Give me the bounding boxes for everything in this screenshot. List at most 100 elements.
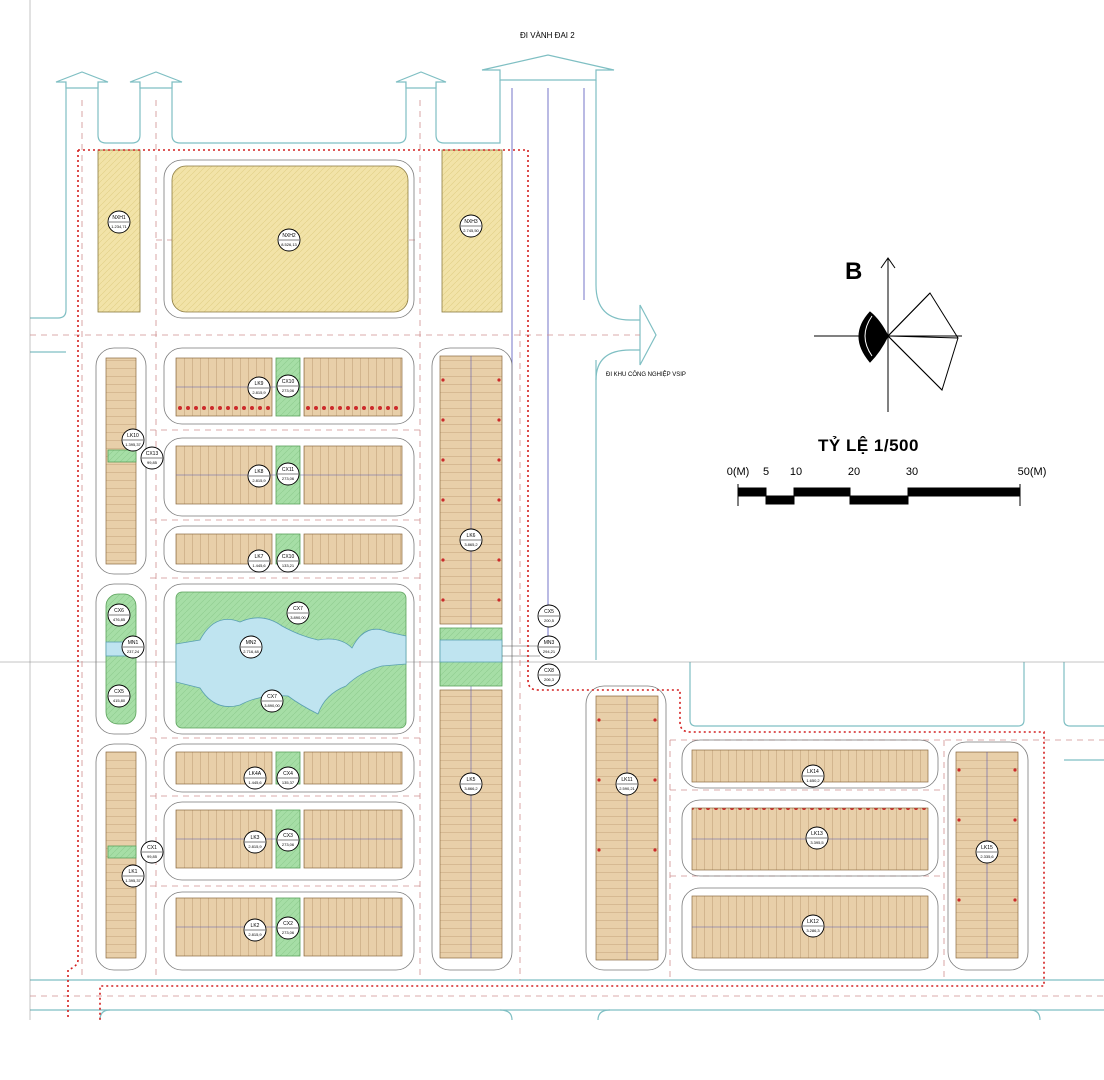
block-area: 1.395,37	[125, 442, 141, 447]
block-code: LK5	[467, 777, 476, 783]
block-area: 3.866,2	[464, 786, 478, 791]
block-code: NXH2	[282, 233, 296, 239]
block-area: 3.395,5	[810, 840, 824, 845]
block-area: 2.745,50	[463, 228, 479, 233]
block-area: 415,80	[113, 698, 126, 703]
block-label: CX10 133,21	[276, 549, 300, 573]
block-area: 8.526,13	[281, 242, 297, 247]
block-code: LK11	[621, 777, 633, 783]
block-code: CX4	[283, 771, 293, 777]
compass-rose	[814, 257, 962, 412]
block-area: 237,24	[127, 649, 140, 654]
block-area: 1.445,6	[248, 780, 262, 785]
block-label: CX4 135,37	[276, 766, 300, 790]
block-code: CX3	[283, 833, 293, 839]
road-label-ring-road: ĐI VÀNH ĐAI 2	[520, 31, 575, 40]
block-code: CX5	[114, 689, 124, 695]
block-area: 133,21	[282, 563, 295, 568]
block-label: LK3 2.815,9	[243, 830, 267, 854]
block-code: LK14	[807, 769, 819, 775]
block-label: NXH2 8.526,13	[277, 228, 301, 252]
block-code: LK13	[811, 831, 823, 837]
project-boundary	[67, 149, 1045, 1020]
block-label: LK13 3.395,5	[805, 826, 829, 850]
road-network	[30, 80, 1104, 1021]
block-label: LK5 3.866,2	[459, 772, 483, 796]
block-area: 2.815,9	[252, 390, 266, 395]
scale-tick: 10	[789, 466, 803, 478]
block-label: LK14 1.650,2	[801, 764, 825, 788]
block-label: NXH3 2.745,50	[459, 214, 483, 238]
scale-tick: 20	[847, 466, 861, 478]
block-label: CX5 200,5	[537, 604, 561, 628]
block-code: CX13	[146, 451, 159, 457]
block-area: 2.716,48	[243, 649, 259, 654]
block-code: LK10	[127, 433, 139, 439]
block-code: MN1	[128, 640, 139, 646]
block-code: LK3	[251, 835, 260, 841]
block-area: 99,85	[147, 460, 158, 465]
scale-tick: 50(M)	[1017, 466, 1047, 478]
scale-title: TỶ LỆ 1/500	[818, 436, 919, 455]
north-letter: B	[845, 258, 863, 285]
block-code: LK6	[467, 533, 476, 539]
block-area: 2.815,9	[252, 478, 266, 483]
block-code: CX1	[147, 845, 157, 851]
block-code: LK2	[251, 923, 260, 929]
block-code: CX8	[544, 668, 554, 674]
scale-tick: 5	[762, 466, 770, 478]
block-code: NXH3	[464, 219, 478, 225]
block-label: CX5 415,80	[107, 684, 131, 708]
block-area: 273,06	[282, 930, 295, 935]
block-code: CX7	[267, 694, 277, 700]
block-code: CX10	[282, 554, 295, 560]
block-area: 3.890,00	[264, 703, 280, 708]
block-label: LK10 1.395,37	[121, 428, 145, 452]
block-area: 1.650,2	[806, 778, 820, 783]
block-code: CX2	[283, 921, 293, 927]
block-label: CX3 273,06	[276, 828, 300, 852]
block-label: LK9 2.815,9	[247, 376, 271, 400]
block-area: 273,06	[282, 476, 295, 481]
block-label: LK2 2.815,9	[243, 918, 267, 942]
block-code: CX5	[544, 609, 554, 615]
block-area: 3.865,2	[464, 542, 478, 547]
block-area: 2.815,9	[248, 844, 262, 849]
block-area: 273,06	[282, 842, 295, 847]
block-code: NXH1	[112, 215, 126, 221]
block-code: LK15	[981, 845, 993, 851]
block-label: CX2 273,06	[276, 916, 300, 940]
scale-tick: 30	[905, 466, 919, 478]
block-area: 1.445,6	[252, 563, 266, 568]
road-label-vsip: ĐI KHU CÔNG NGHIỆP VSIP	[606, 372, 686, 378]
block-label: LK4A 1.445,6	[243, 766, 267, 790]
block-area: 2.815,9	[248, 932, 262, 937]
block-code: CX6	[114, 608, 124, 614]
block-code: LK4A	[249, 771, 262, 777]
block-code: MN3	[544, 640, 555, 646]
block-area: 2.590,21	[619, 786, 635, 791]
block-code: LK8	[255, 469, 264, 475]
block-label: LK8 2.815,9	[247, 464, 271, 488]
block-code: LK1	[129, 869, 138, 875]
block-code: CX7	[293, 606, 303, 612]
block-label: LK11.395,37	[121, 864, 145, 888]
block-area: 200,5	[544, 618, 555, 623]
block-area: 99,85	[147, 854, 158, 859]
road-arrows	[55, 54, 657, 366]
block-code: LK9	[255, 381, 264, 387]
block-label: MN2 2.716,48	[239, 635, 263, 659]
block-code: LK7	[255, 554, 264, 560]
yellow-blocks	[97, 149, 503, 313]
block-code: MN2	[246, 640, 257, 646]
block-area: 3.890,00	[290, 615, 306, 620]
block-area: 135,37	[282, 780, 295, 785]
block-label: CX7 3.890,00	[260, 689, 284, 713]
